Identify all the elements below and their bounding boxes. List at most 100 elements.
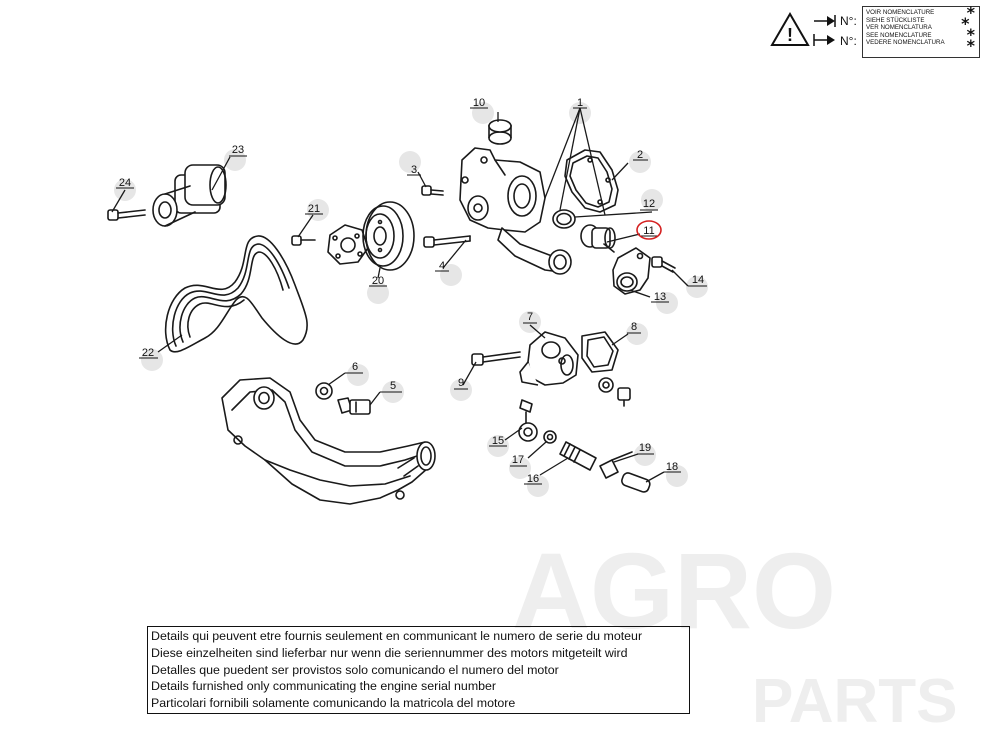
svg-text:18: 18 xyxy=(666,461,678,473)
watermark-line-2: PARTS xyxy=(752,667,958,736)
svg-text:5: 5 xyxy=(390,380,396,392)
legend-line-es: VER NOMENCLATURA xyxy=(866,24,932,32)
callout-10[interactable]: 10 xyxy=(470,97,488,109)
part-bolt-14 xyxy=(651,256,676,273)
part-belt xyxy=(164,235,308,353)
svg-text:13: 13 xyxy=(654,291,666,303)
callout-3[interactable]: 3 xyxy=(407,164,421,176)
legend-line-fr: VOIR NOMENCLATURE xyxy=(866,9,935,16)
callout-16[interactable]: 16 xyxy=(524,473,542,485)
callout-11[interactable]: 11 xyxy=(636,220,662,240)
highlight-ring xyxy=(636,220,662,240)
watermark-line-1: AGRO xyxy=(512,530,836,651)
part-bolt-24 xyxy=(107,209,146,221)
part-water-pump xyxy=(459,147,572,275)
callout-5[interactable]: 5 xyxy=(380,380,402,393)
part-outlet-housing xyxy=(519,331,579,386)
callout-23[interactable]: 23 xyxy=(229,144,247,157)
svg-text:4: 4 xyxy=(439,260,445,272)
part-bolt-4 xyxy=(423,235,471,248)
callout-6[interactable]: 6 xyxy=(345,361,363,374)
part-bolt-21 xyxy=(291,235,316,246)
legend-line-de: SIEHE STÜCKLISTE xyxy=(866,16,925,24)
asterisk-icon: ** ** xyxy=(961,3,975,55)
note-line-es: Detalles que puedent ser provistos solo … xyxy=(151,662,559,677)
svg-text:11: 11 xyxy=(643,225,654,237)
svg-text:19: 19 xyxy=(639,442,651,454)
callout-2[interactable]: 2 xyxy=(633,149,648,161)
part-connector-19 xyxy=(599,451,633,479)
arrow-right-icon xyxy=(827,16,835,26)
serial-number-note: Details qui peuvent etre fournis seuleme… xyxy=(147,626,690,714)
svg-text:15: 15 xyxy=(492,435,504,447)
svg-text:3: 3 xyxy=(411,164,417,176)
svg-text:23: 23 xyxy=(232,144,244,156)
note-line-fr: Details qui peuvent etre fournis seuleme… xyxy=(151,629,643,643)
callout-1[interactable]: 1 xyxy=(573,97,587,109)
callout-13[interactable]: 13 xyxy=(651,291,669,303)
callout-4[interactable]: 4 xyxy=(435,260,449,272)
part-sensor-sleeve xyxy=(559,441,597,471)
part-thermostat xyxy=(580,224,616,253)
svg-text:22: 22 xyxy=(142,347,154,359)
callout-labels: 1 2 3 4 5 6 7 8 9 10 11 12 13 14 15 16 1… xyxy=(116,97,707,485)
part-tensioner-pulley xyxy=(152,164,227,227)
svg-text:7: 7 xyxy=(527,311,533,323)
callout-14[interactable]: 14 xyxy=(688,274,707,287)
svg-text:6: 6 xyxy=(352,361,358,373)
serial-label-1: N°: xyxy=(840,14,857,28)
part-water-manifold xyxy=(221,377,436,505)
callout-7[interactable]: 7 xyxy=(523,311,537,324)
part-cap xyxy=(488,119,512,145)
callout-24[interactable]: 24 xyxy=(116,177,134,189)
svg-text:12: 12 xyxy=(643,198,655,210)
part-hose-connector xyxy=(518,399,538,442)
svg-text:24: 24 xyxy=(119,177,131,189)
callout-22[interactable]: 22 xyxy=(139,347,158,359)
serial-label-2: N°: xyxy=(840,34,857,48)
part-washer-6 xyxy=(315,382,333,400)
svg-text:20: 20 xyxy=(372,275,384,287)
svg-text:!: ! xyxy=(787,25,793,45)
callout-15[interactable]: 15 xyxy=(489,435,507,447)
nomenclature-legend: VOIR NOMENCLATURE SIEHE STÜCKLISTE VER N… xyxy=(862,3,980,58)
legend-line-it: VEDERE NOMENCLATURA xyxy=(866,39,945,47)
part-o-ring xyxy=(552,209,576,229)
note-line-de: Diese einzelheiten sind lieferbar nur we… xyxy=(151,645,628,660)
legend-line-en: SEE NOMENCLATURE xyxy=(866,31,932,39)
part-hub xyxy=(327,224,369,265)
part-temperature-sensor xyxy=(337,397,371,415)
svg-text:17: 17 xyxy=(512,454,524,466)
svg-text:2: 2 xyxy=(637,149,643,161)
part-thermostat-housing xyxy=(612,247,651,295)
svg-text:14: 14 xyxy=(692,274,704,286)
callout-20[interactable]: 20 xyxy=(369,275,387,287)
callout-12[interactable]: 12 xyxy=(640,198,658,211)
callout-21[interactable]: 21 xyxy=(305,203,323,215)
note-line-en: Details furnished only communicating the… xyxy=(151,679,497,694)
callout-19[interactable]: 19 xyxy=(637,442,654,455)
part-gasket-8 xyxy=(581,331,619,373)
warning-header: ! N°: N°: xyxy=(770,12,857,48)
part-pulley xyxy=(362,201,415,271)
callout-8[interactable]: 8 xyxy=(627,321,641,334)
warning-triangle-icon xyxy=(770,12,810,46)
leader-lines xyxy=(111,107,689,483)
part-washer-plug xyxy=(598,377,631,407)
note-line-it: Particolari fornibili solamente comunica… xyxy=(151,696,516,711)
watermark: AGRO PARTS xyxy=(512,530,958,736)
callout-18[interactable]: 18 xyxy=(664,461,681,473)
callout-dots xyxy=(114,102,708,497)
arrow-right-icon xyxy=(827,35,835,45)
part-bolt-9 xyxy=(471,351,521,366)
svg-text:8: 8 xyxy=(631,321,637,333)
svg-text:16: 16 xyxy=(527,473,539,485)
svg-text:10: 10 xyxy=(473,97,485,109)
svg-text:21: 21 xyxy=(308,203,320,215)
callout-17[interactable]: 17 xyxy=(510,454,527,467)
part-bolt-3 xyxy=(421,185,444,196)
svg-text:1: 1 xyxy=(577,97,583,109)
part-gasket xyxy=(564,149,619,213)
callout-9[interactable]: 9 xyxy=(454,377,468,390)
